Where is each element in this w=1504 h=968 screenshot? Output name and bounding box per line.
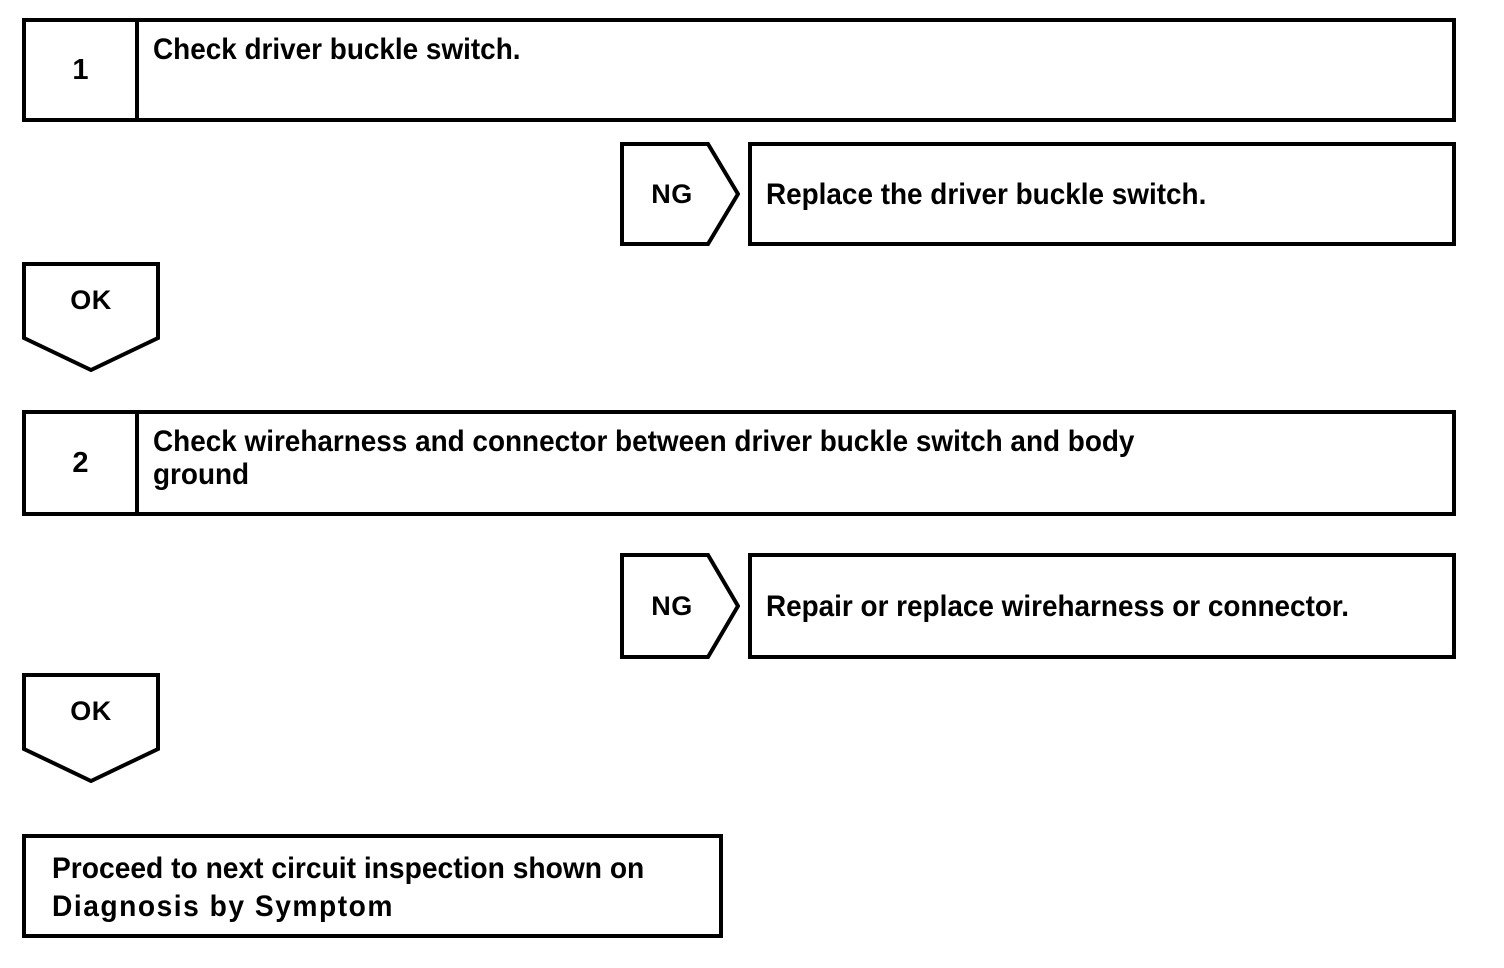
proceed-text-line-2: Diagnosis by Symptom [52, 890, 394, 923]
ok-marker-1[interactable]: OK [22, 262, 160, 372]
ng-result-2-text: Repair or replace wireharness or connect… [765, 589, 1349, 623]
ng-result-1-text: Replace the driver buckle switch. [765, 177, 1207, 211]
ng-marker-2[interactable]: NG [620, 553, 740, 659]
step-1-text: Check driver buckle switch. [139, 22, 1452, 118]
step-2-text-line-2: ground [153, 458, 250, 491]
step-2-text: Check wireharness and connector between … [139, 414, 1452, 512]
ok-marker-2-label: OK [70, 695, 112, 726]
step-2-number: 2 [26, 414, 139, 512]
step-1-text-line-1: Check driver buckle switch. [153, 33, 521, 66]
proceed-text-line-1: Proceed to next circuit inspection shown… [52, 852, 645, 885]
step-1-number: 1 [26, 22, 139, 118]
step-1-box[interactable]: 1 Check driver buckle switch. [22, 18, 1456, 122]
ng-marker-1-label: NG [651, 178, 693, 209]
ng-marker-1[interactable]: NG [620, 142, 740, 246]
ok-marker-2[interactable]: OK [22, 673, 160, 783]
ok-marker-1-label: OK [70, 284, 112, 315]
ng-result-2-box[interactable]: Repair or replace wireharness or connect… [748, 553, 1456, 659]
ng-marker-2-label: NG [651, 590, 693, 621]
step-2-box[interactable]: 2 Check wireharness and connector betwee… [22, 410, 1456, 516]
ng-result-1-box[interactable]: Replace the driver buckle switch. [748, 142, 1456, 246]
proceed-box[interactable]: Proceed to next circuit inspection shown… [22, 834, 723, 938]
step-2-text-line-1: Check wireharness and connector between … [153, 425, 1135, 458]
